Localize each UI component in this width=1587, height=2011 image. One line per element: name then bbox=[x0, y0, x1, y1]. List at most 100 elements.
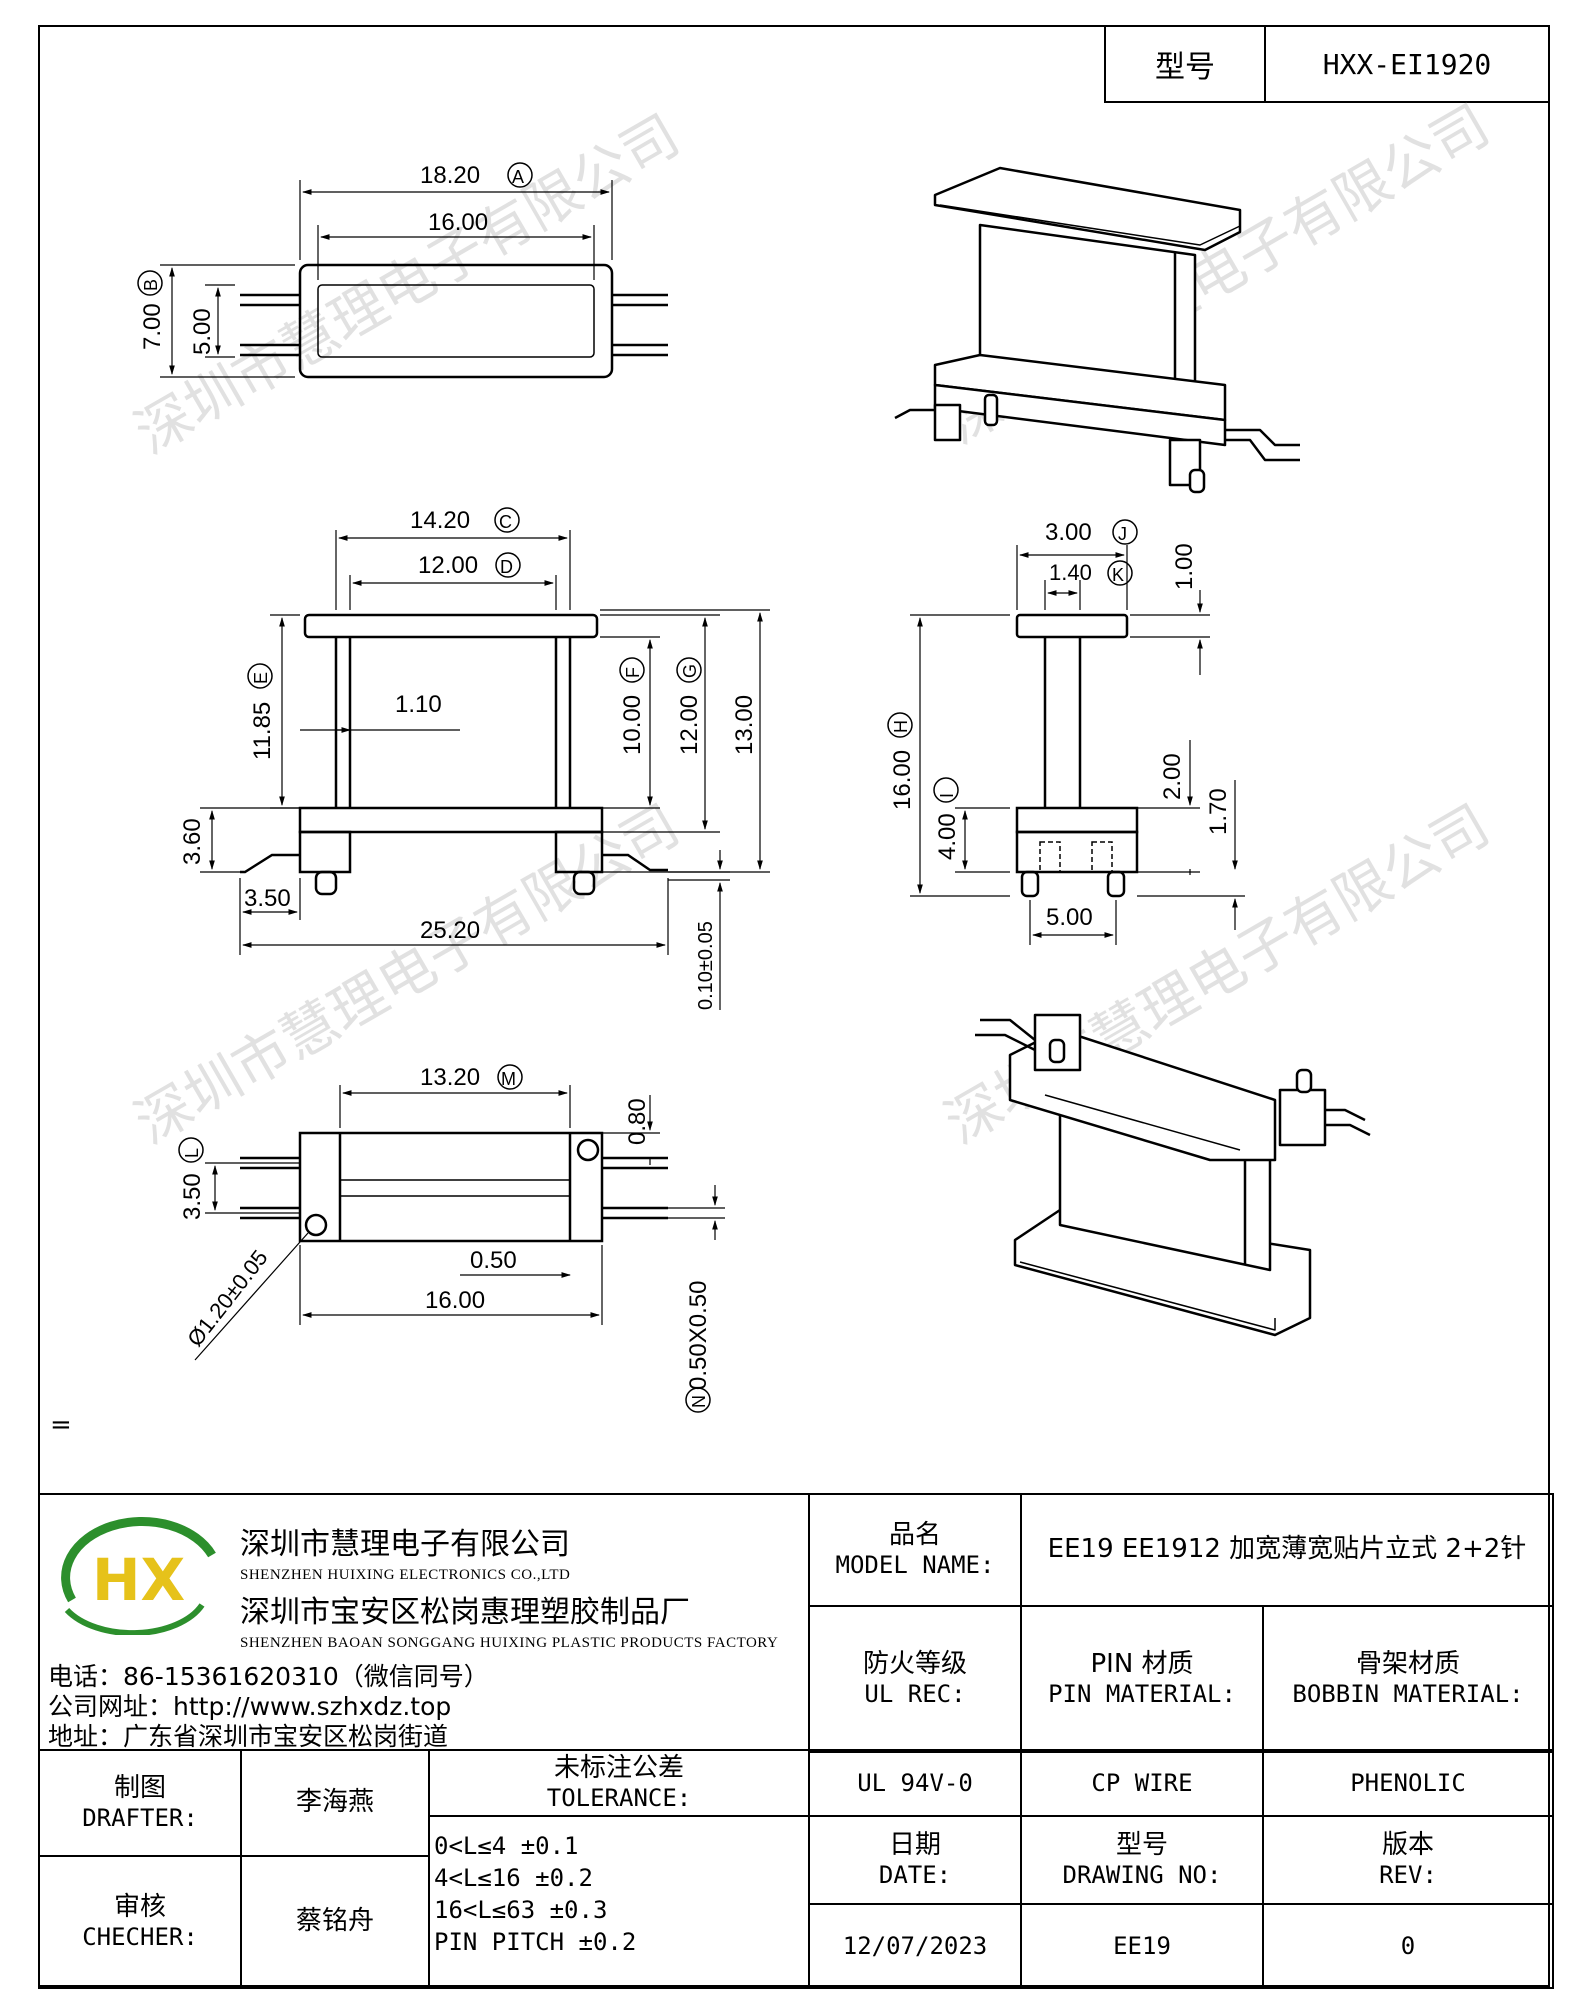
isometric-view-top bbox=[894, 166, 1300, 494]
date-label-cell: 日期 DATE: bbox=[808, 1815, 1022, 1905]
model-name-en: MODEL NAME: bbox=[835, 1551, 995, 1580]
bobbin-material-value-cell: PHENOLIC bbox=[1262, 1749, 1554, 1817]
drawing-no-cn: 型号 bbox=[1115, 1830, 1168, 1860]
date-value-cell: 12/07/2023 bbox=[808, 1903, 1022, 1989]
ref-m: M bbox=[501, 1069, 516, 1089]
model-header-box: 型号 HXX-EI1920 bbox=[1104, 25, 1550, 103]
ref-h: H bbox=[891, 720, 911, 733]
dim-bottom-hole: Ø1.20±0.05 bbox=[182, 1245, 272, 1351]
tolerance-list: 0<L≤4 ±0.1 4<L≤16 ±0.2 16<L≤63 ±0.3 PIN … bbox=[434, 1830, 636, 1958]
dim-bottom-pin-section: 0.50X0.50 bbox=[685, 1281, 712, 1390]
tolerance-row: PIN PITCH ±0.2 bbox=[434, 1928, 637, 1956]
drafter-en: DRAFTER: bbox=[82, 1804, 198, 1833]
title-block: HX 深圳市慧理电子有限公司 SHENZHEN HUIXING ELECTRON… bbox=[38, 1493, 1554, 1989]
checker-label-cell: 审核 CHECHER: bbox=[38, 1855, 242, 1989]
ref-circle bbox=[494, 507, 520, 533]
date-en: DATE: bbox=[878, 1861, 952, 1890]
ref-circle bbox=[887, 712, 913, 738]
tolerance-label-cell: 未标注公差 TOLERANCE: bbox=[428, 1749, 810, 1817]
ref-circle bbox=[685, 1387, 711, 1413]
dim-bottom-body-length: 16.00 bbox=[425, 1287, 485, 1314]
rev-value: 0 bbox=[1400, 1931, 1416, 1960]
model-name-cn: 品名 bbox=[888, 1520, 941, 1550]
ref-l: L bbox=[182, 1148, 202, 1158]
drawing-no-en: DRAWING NO: bbox=[1062, 1861, 1222, 1890]
ref-b: B bbox=[141, 279, 161, 291]
bobbin-material-value: PHENOLIC bbox=[1350, 1768, 1466, 1797]
dim-side-core-depth: 1.40 bbox=[1049, 560, 1092, 585]
dim-side-pin-spacing: 5.00 bbox=[1046, 904, 1093, 931]
ref-i: I bbox=[937, 793, 957, 798]
drawing-no-label-cell: 型号 DRAWING NO: bbox=[1020, 1815, 1264, 1905]
technical-drawing: 深圳市慧理电子有限公司 深圳市慧理电子有限公司 深圳市慧理电子有限公司 深圳市慧… bbox=[125, 93, 1500, 1413]
tolerance-en: TOLERANCE: bbox=[546, 1784, 692, 1813]
checker-en: CHECHER: bbox=[82, 1923, 198, 1952]
dim-front-inner-width: 12.00 bbox=[418, 552, 478, 579]
dim-front-pin-span: 25.20 bbox=[420, 917, 480, 944]
ref-a: A bbox=[512, 167, 524, 187]
ref-circle bbox=[495, 552, 521, 578]
dim-bottom-slot: 0.50 bbox=[470, 1247, 517, 1274]
ul-value: UL 94V-0 bbox=[857, 1768, 973, 1797]
ul-value-cell: UL 94V-0 bbox=[808, 1749, 1022, 1817]
rev-en: REV: bbox=[1379, 1861, 1437, 1890]
dim-side-base-height: 4.00 bbox=[934, 813, 961, 860]
date-value: 12/07/2023 bbox=[842, 1931, 988, 1960]
drafter-label-cell: 制图 DRAFTER: bbox=[38, 1749, 242, 1857]
ref-d: D bbox=[500, 557, 513, 577]
dim-front-g-height: 12.00 bbox=[676, 695, 703, 755]
checker-name-cell: 蔡铭舟 bbox=[240, 1855, 430, 1989]
ref-f: F bbox=[623, 667, 643, 678]
rev-value-cell: 0 bbox=[1262, 1903, 1554, 1989]
dim-side-pin-len: 1.70 bbox=[1205, 788, 1232, 835]
company-website[interactable]: 公司网址：http://www.szhxdz.top bbox=[48, 1692, 452, 1721]
tolerance-row: 4<L≤16 ±0.2 bbox=[434, 1864, 593, 1892]
company-address: 地址：广东省深圳市宝安区松岗街道 bbox=[48, 1722, 449, 1751]
ref-circle bbox=[933, 777, 959, 803]
tolerance-cn: 未标注公差 bbox=[553, 1753, 684, 1783]
ref-circle bbox=[497, 1064, 523, 1090]
company-name-en: SHENZHEN HUIXING ELECTRONICS CO.,LTD bbox=[240, 1567, 571, 1583]
tolerance-row: 16<L≤63 ±0.3 bbox=[434, 1896, 608, 1924]
ref-circle bbox=[178, 1137, 204, 1163]
ref-circle bbox=[676, 657, 702, 683]
model-label: 型号 bbox=[1106, 27, 1266, 101]
drafter-name-cell: 李海燕 bbox=[240, 1749, 430, 1857]
ref-circle bbox=[1107, 560, 1133, 586]
dim-side-total-height: 16.00 bbox=[889, 750, 916, 810]
front-view bbox=[200, 530, 770, 1010]
bobbin-material-en: BOBBIN MATERIAL: bbox=[1292, 1680, 1524, 1709]
ref-g: G bbox=[680, 664, 700, 678]
top-view bbox=[160, 180, 668, 379]
checker-name: 蔡铭舟 bbox=[295, 1906, 374, 1937]
dim-front-total-height: 13.00 bbox=[731, 695, 758, 755]
drafter-name: 李海燕 bbox=[295, 1787, 374, 1818]
ref-circle bbox=[247, 663, 273, 689]
side-view bbox=[910, 545, 1245, 945]
ref-circle bbox=[619, 657, 645, 683]
watermark-text: 深圳市慧理电子有限公司 bbox=[125, 793, 691, 1157]
ul-label-cell: 防火等级 UL REC: bbox=[808, 1605, 1022, 1753]
ref-c: C bbox=[499, 512, 512, 532]
dim-bottom-length: 13.20 bbox=[420, 1064, 480, 1091]
model-name-value: EE19 EE1912 加宽薄宽贴片立式 2+2针 bbox=[1047, 1534, 1527, 1565]
bottom-view bbox=[194, 1085, 725, 1361]
ref-n: N bbox=[689, 1395, 709, 1408]
model-name-value-cell: EE19 EE1912 加宽薄宽贴片立式 2+2针 bbox=[1020, 1493, 1554, 1607]
dim-front-base-height: 3.60 bbox=[179, 818, 206, 865]
ref-e: E bbox=[251, 672, 271, 684]
dim-top-inner-width: 16.00 bbox=[428, 209, 488, 236]
dim-top-height: 7.00 bbox=[139, 303, 166, 350]
dim-front-coplanarity: 0.10±0.05 bbox=[695, 921, 717, 1010]
drafter-cn: 制图 bbox=[113, 1773, 166, 1803]
ref-j: J bbox=[1118, 524, 1127, 544]
company-name-cn: 深圳市慧理电子有限公司 bbox=[240, 1527, 570, 1562]
rev-cn: 版本 bbox=[1381, 1830, 1434, 1860]
dim-bottom-pin-width: 0.80 bbox=[624, 1098, 651, 1145]
factory-name-cn: 深圳市宝安区松岗惠理塑胶制品厂 bbox=[240, 1595, 690, 1630]
dim-side-flange-thick: 1.00 bbox=[1171, 543, 1198, 590]
pin-material-en: PIN MATERIAL: bbox=[1048, 1680, 1236, 1709]
isometric-view-bottom bbox=[975, 1013, 1371, 1337]
drawing-no-value: EE19 bbox=[1113, 1931, 1171, 1960]
company-logo: HX bbox=[61, 1516, 216, 1635]
